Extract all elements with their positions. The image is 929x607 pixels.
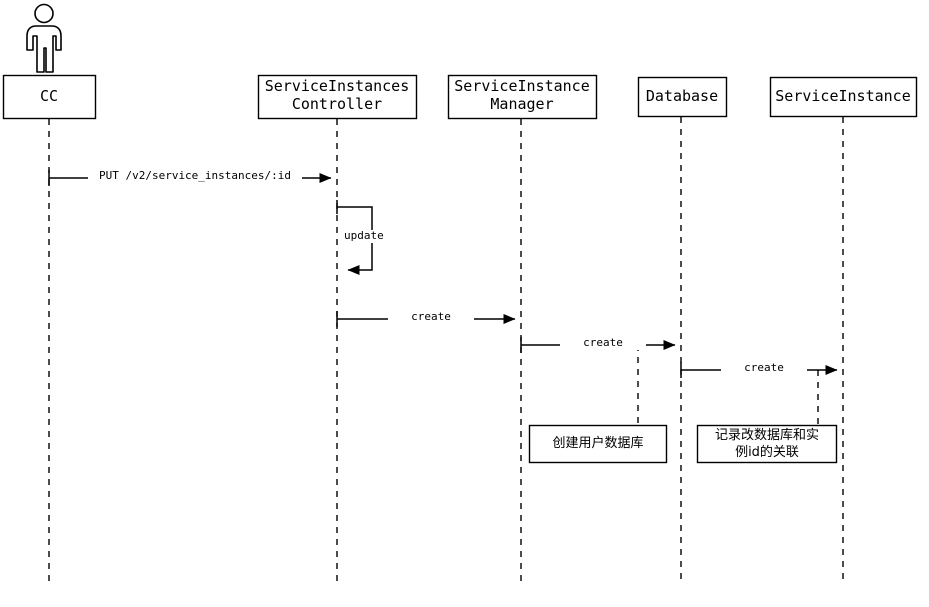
message-label-update: update — [342, 229, 406, 243]
message-label-create-database: create — [560, 336, 646, 350]
participant-label-service-instance: ServiceInstance — [775, 87, 911, 105]
participant-label-cc: CC — [39, 87, 59, 105]
participant-box-database[interactable] — [637, 76, 728, 118]
participant-label-service-instance-manager-line2: Manager — [490, 95, 554, 113]
participant-label-database: Database — [645, 87, 719, 105]
participant-label-service-instances-controller-line1: ServiceInstances — [264, 77, 410, 95]
participant-label-service-instances-controller-line2: Controller — [291, 95, 383, 113]
actor-person-icon — [26, 3, 62, 73]
participant-box-cc[interactable] — [2, 74, 97, 120]
note-text-create-user-db: 创建用户数据库 — [552, 436, 644, 451]
message-label-create-manager: create — [388, 310, 474, 324]
message-label-put: PUT /v2/service_instances/:id — [88, 169, 302, 183]
message-label-create-instance: create — [721, 361, 807, 375]
note-text-record-association-line2: 例id的关联 — [735, 445, 799, 460]
note-box-record-association[interactable] — [696, 424, 838, 464]
note-text-record-association-line1: 记录改数据库和实 — [714, 428, 819, 443]
participant-box-service-instance-manager[interactable] — [447, 74, 598, 120]
participant-label-service-instance-manager-line1: ServiceInstance — [454, 77, 590, 95]
participant-box-service-instance[interactable] — [769, 76, 918, 118]
note-box-create-user-db[interactable] — [528, 424, 668, 464]
participant-box-service-instances-controller[interactable] — [257, 74, 418, 120]
